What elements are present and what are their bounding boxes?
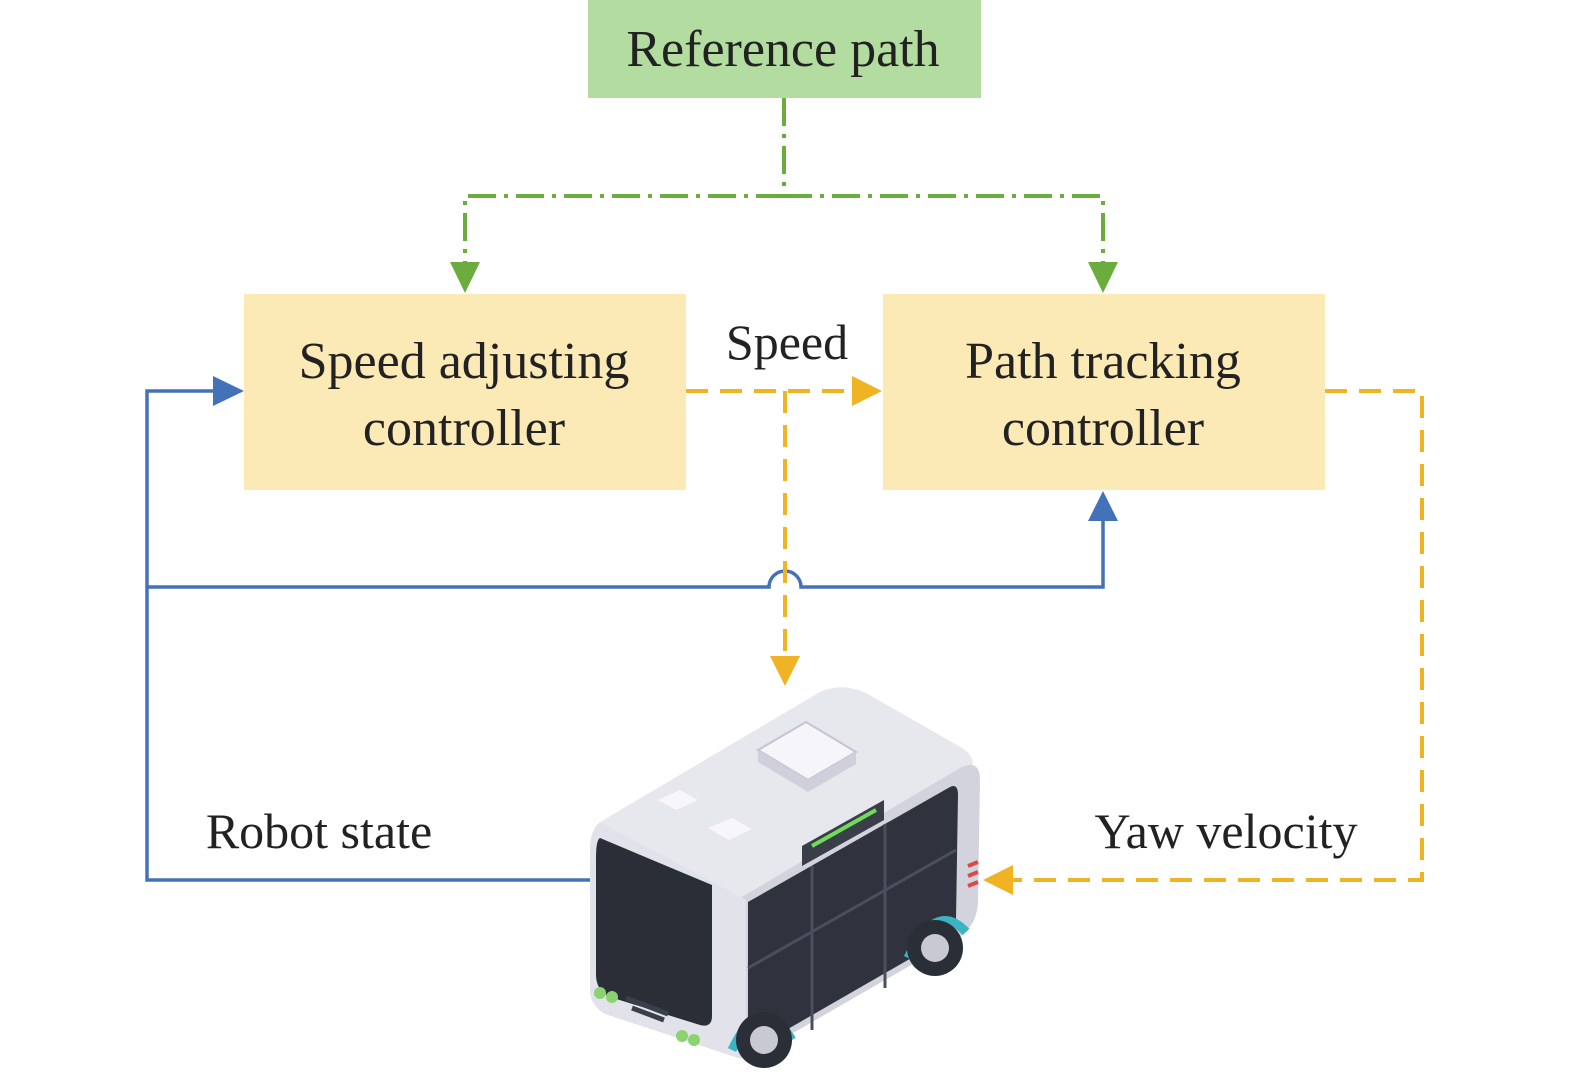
path-controller-label-line1: Path tracking xyxy=(965,333,1241,390)
robot-state-edge-label: Robot state xyxy=(206,803,432,859)
arrow-speed-to-path-controller xyxy=(852,376,882,406)
path-controller-label-line2: controller xyxy=(1002,400,1204,457)
reference-path-edges xyxy=(463,98,1105,262)
arrow-state-to-speed-controller xyxy=(213,376,244,406)
arrow-yaw-to-robot xyxy=(983,865,1013,895)
autonomous-shuttle-robot-icon xyxy=(590,687,980,1068)
speed-adjusting-controller-box xyxy=(244,294,686,490)
speed-controller-label-line2: controller xyxy=(363,400,565,457)
speed-controller-label-line1: Speed adjusting xyxy=(299,333,630,390)
arrow-to-path-controller xyxy=(1088,262,1118,293)
yaw-velocity-edge-label: Yaw velocity xyxy=(1095,803,1358,859)
command-edges xyxy=(686,389,1424,882)
path-tracking-controller-box xyxy=(883,294,1325,490)
arrow-to-speed-controller xyxy=(450,262,480,293)
arrow-state-to-path-controller xyxy=(1088,491,1118,521)
reference-path-box xyxy=(588,0,981,98)
speed-edge-label: Speed xyxy=(726,314,848,370)
arrow-speed-to-robot xyxy=(770,656,800,686)
reference-path-label: Reference path xyxy=(626,21,939,78)
